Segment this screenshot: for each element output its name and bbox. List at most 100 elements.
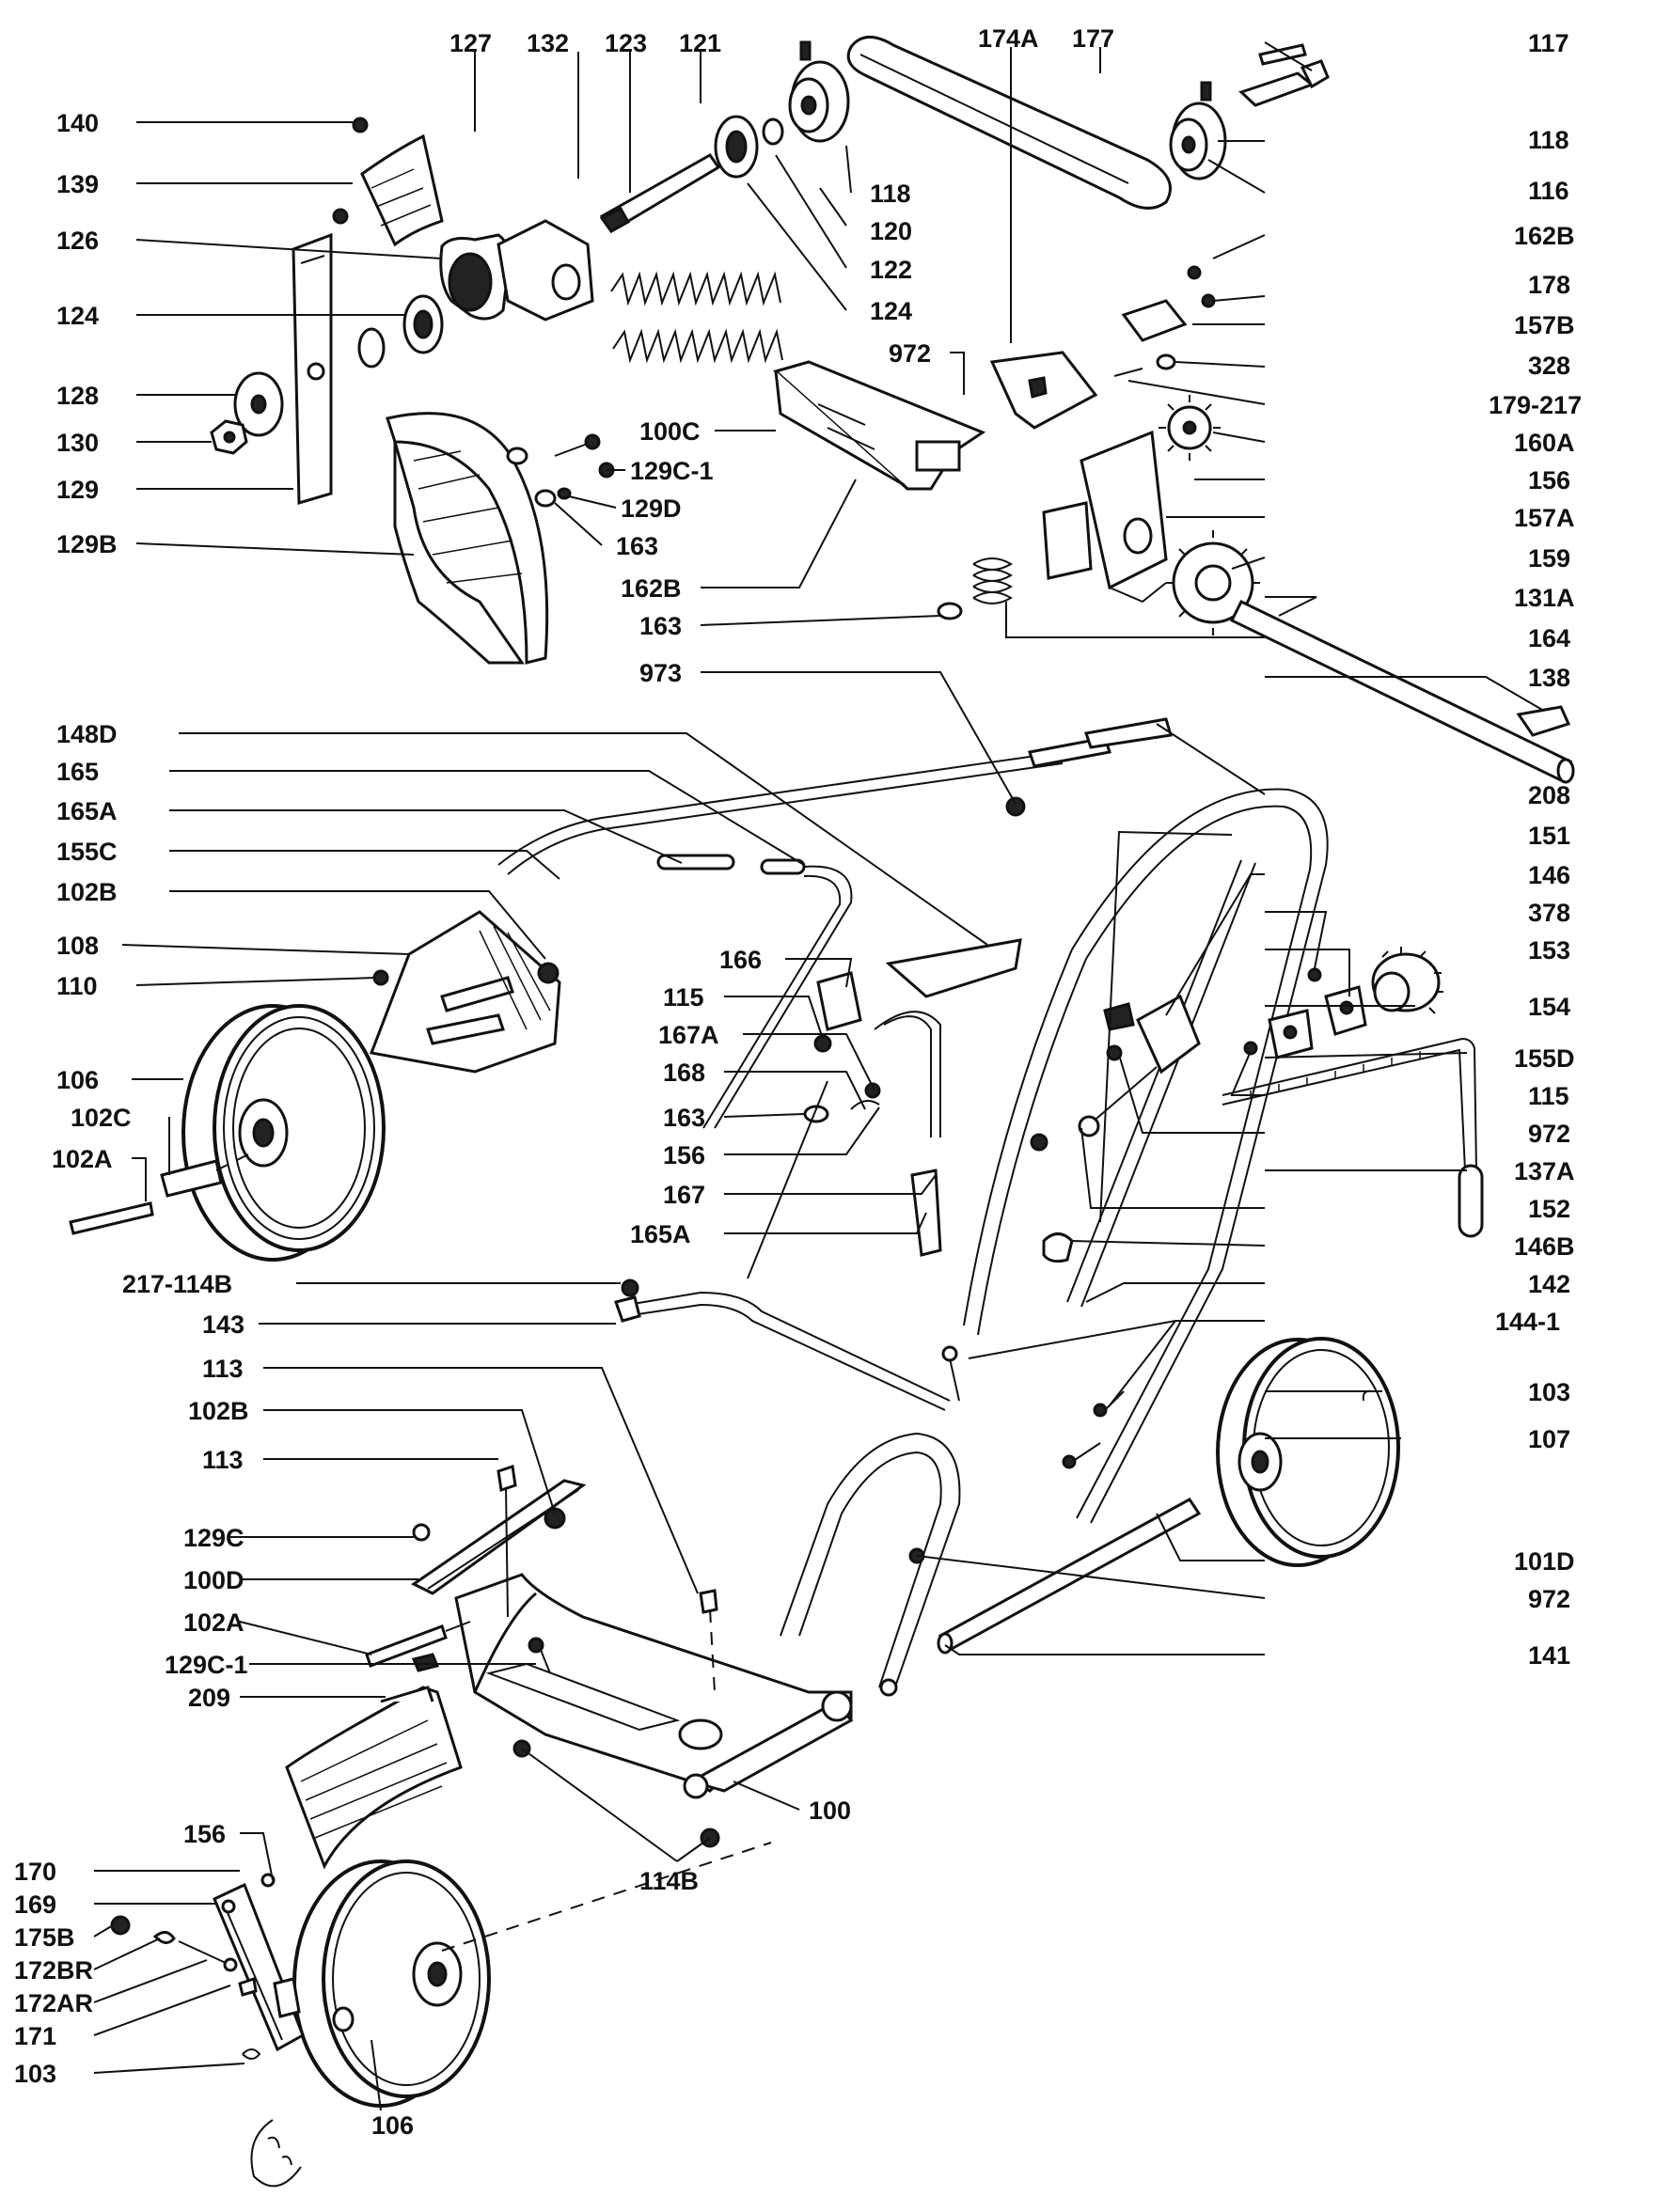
- label-157b: 157B: [1514, 311, 1575, 339]
- plate-157b: [1113, 265, 1216, 377]
- label-172br: 172BR: [14, 1956, 93, 1985]
- height-rod-155d: [1222, 1037, 1484, 1238]
- label-102a-top: 102A: [52, 1145, 113, 1173]
- label-167a: 167A: [658, 1021, 719, 1049]
- label-163-top: 163: [616, 532, 658, 560]
- bolt-102a-lower: [365, 1621, 471, 1668]
- label-171: 171: [14, 2022, 56, 2050]
- label-178: 178: [1528, 271, 1570, 299]
- label-116: 116: [1528, 177, 1569, 205]
- label-140: 140: [56, 109, 99, 137]
- label-165: 165: [56, 758, 99, 786]
- pulley-120: [788, 40, 850, 143]
- part-labels: 127 132 123 121 174A 177 117 140 139 118…: [14, 24, 1582, 2140]
- label-153: 153: [1528, 936, 1570, 965]
- belt-guard-139: [332, 117, 444, 247]
- bracket-108: [369, 910, 561, 1074]
- shaft-117: [1238, 43, 1330, 107]
- upper-handle-155c: [497, 717, 1173, 875]
- label-209: 209: [188, 1684, 230, 1712]
- label-127: 127: [449, 29, 492, 57]
- main-handle-151: [963, 788, 1329, 1524]
- label-118-left: 118: [870, 180, 911, 208]
- spring-pin-172br: [110, 1915, 258, 1997]
- label-130: 130: [56, 429, 99, 457]
- bearing-124-left: [357, 294, 444, 369]
- housing-126: [439, 219, 594, 322]
- part-drawings: [69, 36, 1575, 2188]
- tube-142: [1066, 859, 1256, 1308]
- label-152: 152: [1528, 1195, 1570, 1223]
- label-137a: 137A: [1514, 1157, 1575, 1185]
- spring-163: [937, 557, 1013, 620]
- label-156-lower: 156: [183, 1820, 226, 1848]
- label-156-top: 156: [1528, 466, 1570, 494]
- label-972-lower: 972: [1528, 1585, 1570, 1613]
- label-174a: 174A: [978, 24, 1039, 53]
- label-179-217: 179-217: [1489, 391, 1582, 419]
- label-110: 110: [56, 972, 98, 1000]
- blade-129: [292, 232, 333, 505]
- sprocket-160a: [1159, 395, 1221, 461]
- label-120: 120: [870, 217, 912, 245]
- label-162b-top: 162B: [1514, 222, 1575, 250]
- label-129c: 129C: [183, 1524, 244, 1552]
- label-168: 168: [663, 1059, 705, 1087]
- label-115-right: 115: [1528, 1082, 1569, 1110]
- label-172ar: 172AR: [14, 1989, 93, 2017]
- label-972-right: 972: [1528, 1120, 1570, 1148]
- washer-128: [233, 371, 284, 437]
- label-972-top: 972: [889, 339, 931, 368]
- label-129b: 129B: [56, 530, 118, 558]
- label-217-114b: 217-114B: [122, 1270, 232, 1298]
- plate-157a: [1042, 430, 1168, 604]
- bolt-152: [1078, 1066, 1158, 1137]
- label-117: 117: [1528, 29, 1569, 57]
- label-146: 146: [1528, 861, 1570, 889]
- label-102c: 102C: [71, 1104, 132, 1132]
- label-163-mid: 163: [639, 612, 682, 640]
- label-113-top: 113: [202, 1355, 244, 1383]
- label-973: 973: [639, 659, 682, 687]
- label-122: 122: [870, 256, 912, 284]
- label-118-right: 118: [1528, 126, 1569, 154]
- label-154: 154: [1528, 993, 1570, 1021]
- label-164: 164: [1528, 624, 1570, 652]
- bolt-129c-1-lower: [411, 1637, 551, 1674]
- label-143: 143: [202, 1310, 244, 1339]
- label-144-1: 144-1: [1495, 1308, 1560, 1336]
- label-328: 328: [1528, 352, 1570, 380]
- bracket-153: [1243, 967, 1367, 1059]
- label-126: 126: [56, 227, 99, 255]
- label-106-top: 106: [56, 1066, 99, 1094]
- label-129d: 129D: [621, 494, 682, 523]
- height-bracket-169: [213, 1873, 355, 2052]
- shaft-123: [599, 153, 721, 234]
- label-121: 121: [679, 29, 721, 57]
- brace-143: [614, 1279, 960, 1411]
- wheel-106-bottom: [292, 1842, 772, 2108]
- label-148d: 148D: [56, 720, 118, 748]
- label-156-mid: 156: [663, 1141, 705, 1169]
- chute-209: [285, 1686, 463, 1870]
- label-101d: 101D: [1514, 1547, 1575, 1576]
- label-103-lower: 103: [14, 2060, 56, 2088]
- label-155c: 155C: [56, 838, 118, 866]
- label-108: 108: [56, 932, 99, 960]
- label-151: 151: [1528, 822, 1570, 850]
- label-165a-lower: 165A: [630, 1220, 691, 1248]
- sprocket-159: [1166, 530, 1260, 635]
- bearing-124-top: [714, 115, 784, 179]
- label-138: 138: [1528, 664, 1570, 692]
- bolts-113: [412, 1465, 718, 1693]
- deck-100: [454, 1573, 854, 1848]
- leader-lines: [93, 41, 1543, 2111]
- label-102b-lower: 102B: [188, 1397, 249, 1425]
- label-139: 139: [56, 170, 99, 198]
- sketch-mark: [250, 2119, 302, 2188]
- washers-163-top: [506, 447, 572, 508]
- clip-103: [242, 2048, 261, 2060]
- label-129: 129: [56, 476, 99, 504]
- label-124-top: 124: [870, 297, 912, 325]
